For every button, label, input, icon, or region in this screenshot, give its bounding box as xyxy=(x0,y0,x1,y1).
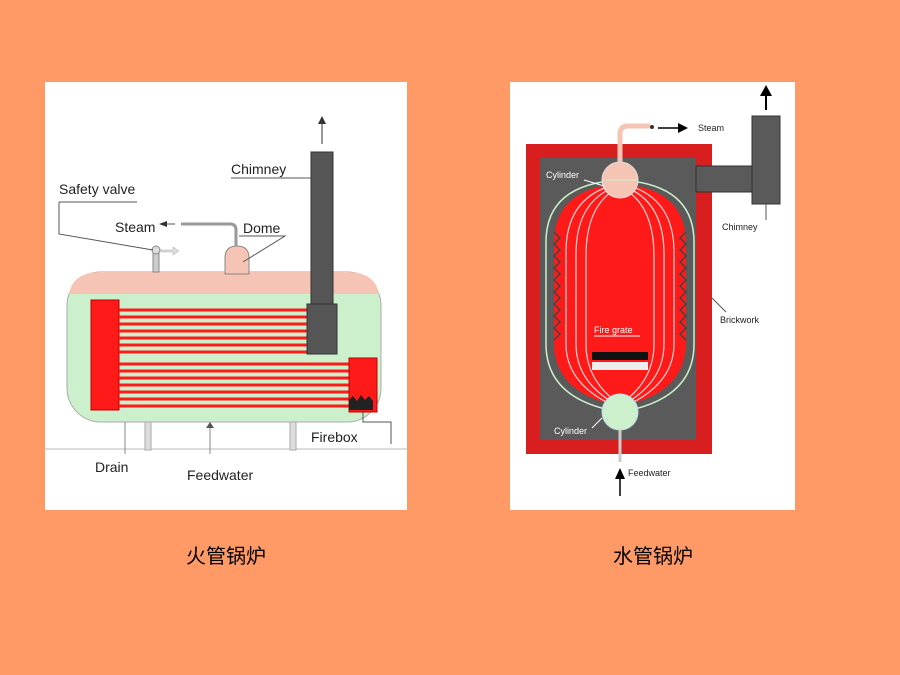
label-chimney: Chimney xyxy=(231,161,286,177)
fire-tube-boiler-svg: Chimney Safety valve Steam Dome Firebox … xyxy=(45,116,407,483)
water-tubes xyxy=(565,185,675,405)
fire-tubes-upper xyxy=(119,308,307,354)
water-tube-boiler-caption: 水管锅炉 xyxy=(613,544,693,568)
label-firebox: Firebox xyxy=(311,429,358,445)
cylinder-bottom-leader xyxy=(591,417,603,429)
firebox-leader xyxy=(362,412,392,444)
label-feedwater: Feedwater xyxy=(628,468,671,478)
steam-pipe xyxy=(181,222,238,231)
water-tube-boiler-svg: Steam Cylinder Chimney Brickwork Fire gr… xyxy=(526,85,781,496)
cylinder-bottom xyxy=(601,393,639,431)
brickwork-leader xyxy=(711,297,727,313)
safety-valve-leader-2 xyxy=(58,202,154,251)
water-tube-boiler-diagram: Steam Cylinder Chimney Brickwork Fire gr… xyxy=(510,82,795,510)
steam-space xyxy=(69,272,379,294)
label-steam: Steam xyxy=(115,219,155,235)
chimney xyxy=(751,115,781,205)
steam-pipe xyxy=(617,123,650,162)
label-fire-grate: Fire grate xyxy=(594,325,633,335)
chimney-base xyxy=(306,303,338,355)
boiler-leg xyxy=(289,421,297,451)
label-steam: Steam xyxy=(698,123,724,133)
fire-zone-edge-right xyxy=(678,231,688,341)
label-cylinder-bottom: Cylinder xyxy=(554,426,587,436)
label-dome: Dome xyxy=(243,220,281,236)
fire-tube-boiler-caption: 火管锅炉 xyxy=(186,544,266,568)
fire-grate xyxy=(592,362,648,370)
steam-pipe-end xyxy=(650,125,654,129)
fire-tube-boiler-diagram: Chimney Safety valve Steam Dome Firebox … xyxy=(45,82,407,510)
safety-valve-head xyxy=(151,245,161,255)
chimney-arrow-up-icon xyxy=(760,85,772,96)
label-feedwater: Feedwater xyxy=(187,467,253,483)
fire-tubes-lower xyxy=(119,362,349,408)
feedwater-arrow-icon xyxy=(206,422,214,428)
label-chimney: Chimney xyxy=(722,222,758,232)
label-safety-valve: Safety valve xyxy=(59,181,135,197)
flue-duct xyxy=(695,165,757,193)
safety-valve-outlet-icon xyxy=(160,246,180,256)
cylinder-top-leader xyxy=(583,179,605,187)
fire-grate-coal xyxy=(592,352,648,360)
boiler-leg xyxy=(144,421,152,451)
dome-leader xyxy=(239,235,287,263)
feedwater-arrow-up-icon xyxy=(615,468,625,479)
label-brickwork: Brickwork xyxy=(720,315,760,325)
chimney-arrow-up-icon xyxy=(318,116,326,124)
steam-arrow-left-icon xyxy=(159,221,167,227)
label-cylinder-top: Cylinder xyxy=(546,170,579,180)
steam-arrow-right-icon xyxy=(678,123,688,133)
fire-zone-edge-left xyxy=(552,231,562,341)
label-drain: Drain xyxy=(95,459,128,475)
fire-chamber xyxy=(90,299,120,411)
firebox-coal xyxy=(349,395,373,410)
